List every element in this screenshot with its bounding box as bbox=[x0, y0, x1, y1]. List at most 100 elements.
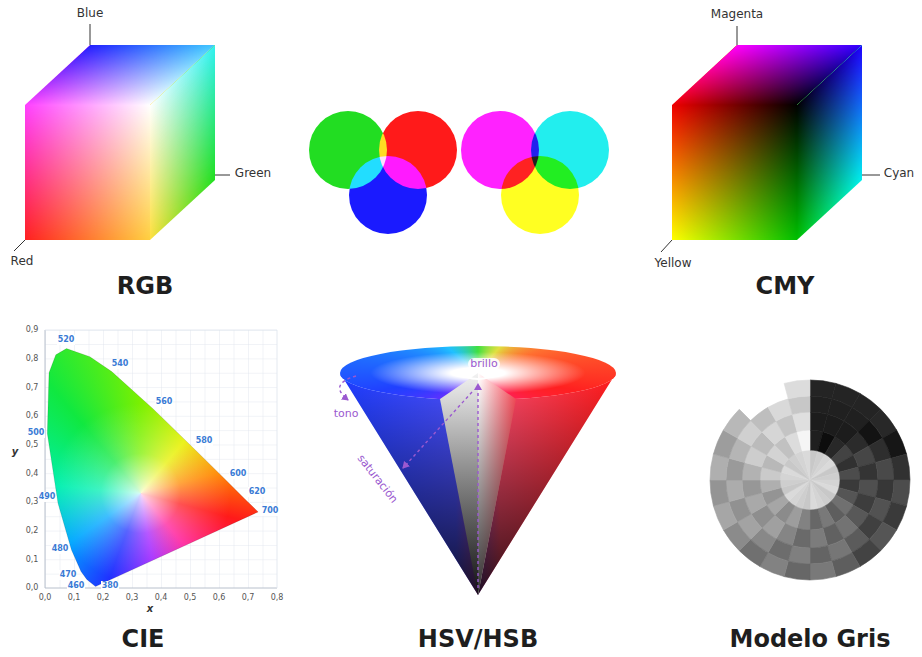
gray-sector bbox=[810, 380, 836, 399]
wavelength-label: 520 bbox=[57, 335, 76, 344]
wavelength-label: 500 bbox=[27, 428, 46, 437]
tick-label: 0,3 bbox=[26, 497, 39, 506]
hsv-cone-part bbox=[340, 373, 616, 595]
subtractive-circles bbox=[461, 111, 609, 234]
cmy-cube-part bbox=[797, 45, 862, 240]
cmy-cube bbox=[672, 45, 862, 240]
gray-sector bbox=[810, 472, 840, 480]
model-title: CIE bbox=[122, 626, 165, 654]
leader-lines-part bbox=[14, 240, 25, 251]
cie-grid-part bbox=[45, 330, 277, 331]
cie-grid-part bbox=[277, 330, 278, 588]
gray-sector bbox=[839, 467, 860, 480]
wavelength-label: 560 bbox=[155, 397, 174, 406]
hsv-arrows-part bbox=[403, 392, 472, 468]
gray-sector bbox=[876, 458, 894, 480]
gray-sector bbox=[788, 396, 810, 414]
axis-label: Blue bbox=[77, 7, 104, 21]
gray-sector bbox=[810, 480, 818, 510]
gray-sector bbox=[891, 454, 910, 480]
wavelength-label: 460 bbox=[67, 581, 86, 590]
axis-name: x bbox=[147, 603, 153, 615]
wavelength-label: 700 bbox=[261, 506, 280, 515]
rgb-cube-part bbox=[150, 45, 215, 240]
rgb-cube-part bbox=[25, 105, 150, 240]
tick-label: 0,5 bbox=[184, 593, 197, 602]
gray-sector bbox=[784, 380, 810, 399]
gray-sector bbox=[710, 454, 729, 480]
additive-circles bbox=[309, 111, 457, 234]
tick-label: 0,1 bbox=[68, 593, 81, 602]
tick-label: 0,7 bbox=[26, 383, 39, 392]
gray-sector bbox=[780, 480, 810, 488]
gray-sector bbox=[768, 399, 792, 421]
rgb-cube-part bbox=[150, 45, 215, 240]
tick-label: 0,1 bbox=[26, 555, 39, 564]
gray-sector bbox=[883, 430, 907, 458]
hsv-cone-part bbox=[340, 373, 616, 595]
hsv-label: brillo bbox=[468, 358, 499, 371]
tick-label: 0,3 bbox=[126, 593, 139, 602]
tick-label: 0,0 bbox=[39, 593, 52, 602]
axis-label: Magenta bbox=[711, 8, 763, 22]
gray-sector bbox=[810, 528, 828, 548]
wavelength-label: 600 bbox=[229, 469, 248, 478]
axis-label: Cyan bbox=[884, 167, 914, 181]
axis-name: y bbox=[12, 446, 19, 458]
wavelength-label: 540 bbox=[111, 359, 130, 368]
leader-lines-part bbox=[661, 240, 672, 252]
subtractive-circles-part bbox=[501, 156, 579, 234]
leader-lines-part bbox=[737, 26, 738, 45]
tick-label: 0,5 bbox=[26, 440, 39, 449]
gray-sector bbox=[797, 430, 810, 451]
axis-label: Red bbox=[11, 255, 34, 269]
additive-circles-part bbox=[349, 156, 427, 234]
model-title: CMY bbox=[756, 273, 815, 301]
wavelength-label: 470 bbox=[59, 570, 78, 579]
gray-wheel bbox=[710, 380, 910, 580]
tick-label: 0,9 bbox=[26, 325, 39, 334]
cmy-cube-part bbox=[797, 45, 862, 240]
hsv-label: saturación bbox=[354, 452, 400, 505]
hsv-arrows-part bbox=[340, 376, 356, 400]
tick-label: 0,6 bbox=[26, 411, 39, 420]
model-title: HSV/HSB bbox=[418, 626, 538, 654]
gray-sector bbox=[784, 561, 810, 580]
hsv-wedge-part bbox=[478, 373, 516, 595]
cmy-cube-part bbox=[672, 105, 797, 240]
gray-sector bbox=[810, 561, 836, 580]
tick-label: 0,8 bbox=[26, 354, 39, 363]
hsv-arrows bbox=[340, 376, 478, 588]
hsv-label: tono bbox=[334, 408, 359, 421]
wavelength-label: 380 bbox=[101, 581, 120, 590]
gray-sector bbox=[810, 509, 823, 530]
cmy-cube-part bbox=[672, 105, 797, 240]
gray-sector bbox=[742, 480, 762, 498]
model-title: Modelo Gris bbox=[730, 626, 891, 654]
hsv-wedge bbox=[440, 367, 516, 595]
hsv-arrows-part bbox=[477, 384, 478, 588]
tick-label: 0,4 bbox=[155, 593, 168, 602]
leader-lines-part bbox=[862, 175, 880, 176]
gray-sector bbox=[710, 480, 729, 506]
gray-sector bbox=[792, 412, 810, 432]
cie-locus bbox=[47, 349, 258, 587]
tick-label: 0,2 bbox=[26, 526, 39, 535]
cie-grid-part bbox=[45, 330, 46, 588]
leader-lines-part bbox=[90, 24, 91, 45]
leader-lines-part bbox=[215, 175, 230, 176]
wavelength-label: 490 bbox=[38, 492, 57, 501]
wavelength-label: 620 bbox=[248, 487, 267, 496]
gray-sector bbox=[832, 553, 860, 577]
axis-label: Yellow bbox=[655, 257, 692, 271]
gray-sector bbox=[726, 480, 744, 502]
gray-sector bbox=[802, 450, 810, 480]
gray-sector bbox=[760, 480, 781, 493]
gray-sector bbox=[891, 480, 910, 506]
gray-sector bbox=[810, 546, 832, 564]
tick-label: 0,0 bbox=[26, 583, 39, 592]
gray-sector bbox=[723, 409, 750, 438]
hsv-cone bbox=[340, 373, 616, 595]
